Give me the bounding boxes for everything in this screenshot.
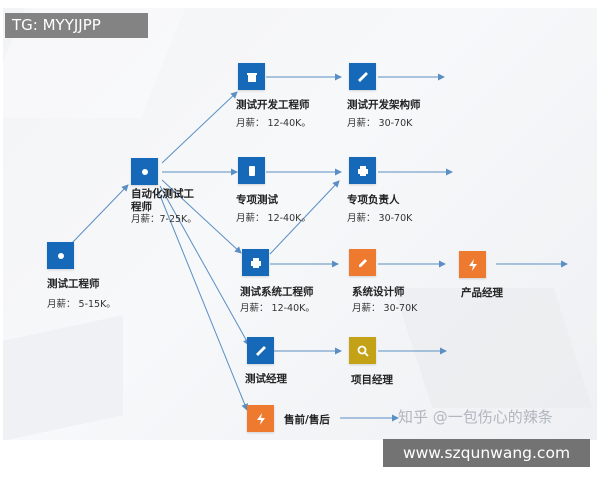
wrench-icon (349, 63, 376, 90)
node-salary-test-dev: 月薪： 12-40K。 (236, 118, 311, 129)
node-salary-test-dev-architect: 月薪： 30-70K (347, 118, 413, 129)
node-title-presales: 售前/售后 (284, 414, 330, 426)
node-salary-tester: 月薪： 5-15K。 (47, 299, 116, 310)
circle-dot-icon (47, 242, 74, 269)
arrow-automation-to-test-dev (161, 91, 238, 164)
node-salary-system-designer: 月薪： 30-70K (352, 303, 418, 314)
arrow-automation-to-presales (156, 187, 248, 411)
node-title-system-test: 测试系统工程师 (240, 286, 314, 298)
printer-icon (349, 157, 376, 184)
node-salary-specialized-lead: 月薪： 30-70K (347, 213, 413, 224)
lightning-icon (459, 251, 486, 278)
magnifier-icon (349, 337, 376, 364)
node-title-system-designer: 系统设计师 (352, 286, 405, 298)
node-title-project-manager: 项目经理 (351, 374, 393, 386)
bottom-watermark-badge: www.szqunwang.com (383, 439, 590, 467)
arrow-automation-to-test-manager (159, 185, 250, 346)
arrow-tester-to-automation (71, 184, 129, 244)
node-title-test-dev: 测试开发工程师 (236, 99, 310, 111)
node-salary-automation: 月薪：7-25K。 (131, 214, 197, 225)
node-title-automation: 自动化测试工程师 (131, 188, 194, 213)
node-title-test-dev-architect: 测试开发架构师 (347, 99, 421, 111)
node-title-specialized-lead: 专项负责人 (347, 194, 400, 206)
node-title-product-manager: 产品经理 (461, 287, 503, 299)
node-title-specialized: 专项测试 (236, 194, 278, 206)
phone-icon (238, 157, 265, 184)
wrench-icon (247, 337, 274, 364)
diagram-canvas (3, 8, 597, 440)
node-title-test-manager: 测试经理 (245, 373, 287, 385)
node-salary-specialized: 月薪： 12-40K。 (236, 213, 311, 224)
printer-icon (242, 249, 269, 276)
node-title-tester: 测试工程师 (47, 278, 100, 290)
circle-dot-icon (131, 158, 158, 185)
gift-icon (238, 63, 265, 90)
lightning-icon (247, 405, 274, 432)
arrow-automation-to-system-test (161, 179, 242, 254)
pencil-icon (349, 249, 376, 276)
node-salary-system-test: 月薪： 12-40K。 (240, 303, 315, 314)
source-watermark: 知乎 @一包伤心的辣条 (398, 408, 553, 426)
arrow-system-test-to-lead (269, 180, 340, 255)
top-watermark-badge: TG: MYYJJPP (5, 13, 148, 38)
